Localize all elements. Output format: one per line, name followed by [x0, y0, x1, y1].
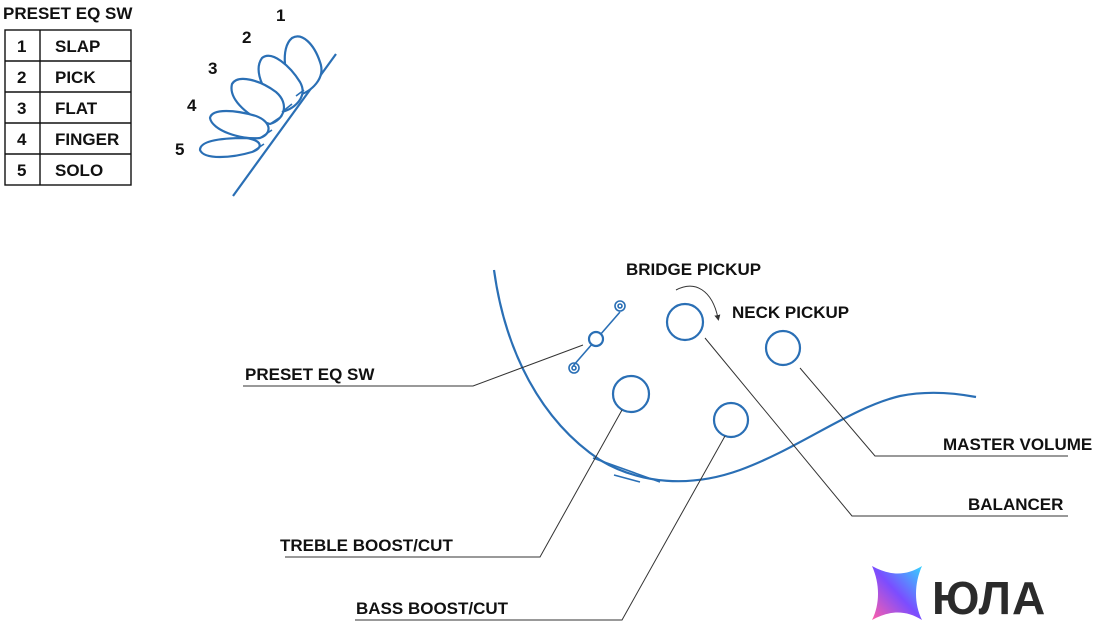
logo-star-icon — [872, 566, 922, 620]
legend-row: 3 FLAT — [17, 99, 98, 118]
legend-row-number: 2 — [17, 68, 26, 87]
legend-row-number: 3 — [17, 99, 26, 118]
legend-row-label: FINGER — [55, 130, 119, 149]
balancer-knob — [665, 302, 705, 342]
switch-joints — [251, 89, 305, 153]
legend-table-frame — [4, 29, 132, 186]
label-bridge-pickup: BRIDGE PICKUP — [626, 260, 761, 279]
balancer-rotation-arrow — [675, 285, 721, 321]
switch-positions-detail: 1 2 3 4 5 — [175, 6, 337, 197]
legend-row-number: 4 — [17, 130, 27, 149]
legend-row-label: FLAT — [55, 99, 98, 118]
legend-row-label: PICK — [55, 68, 96, 87]
logo-wordmark: ЮЛА — [932, 572, 1046, 624]
leader-preset-eq — [243, 344, 584, 387]
switch-position-label: 1 — [276, 6, 285, 25]
legend-row: 5 SOLO — [17, 161, 103, 180]
label-treble-boost-cut: TREBLE BOOST/CUT — [280, 536, 453, 555]
label-balancer: BALANCER — [968, 495, 1063, 514]
legend-title: PRESET EQ SW — [3, 4, 133, 23]
treble-knob — [611, 374, 651, 414]
leader-treble — [285, 409, 623, 558]
leader-balancer — [704, 337, 1068, 517]
legend-row-label: SLAP — [55, 37, 100, 56]
output-jack-plate — [592, 457, 661, 483]
switch-position-label: 4 — [187, 96, 197, 115]
bass-body-outline — [492, 269, 977, 483]
yula-logo: ЮЛА — [872, 566, 1046, 624]
switch-position-label: 5 — [175, 140, 184, 159]
switch-position-label: 3 — [208, 59, 217, 78]
preset-eq-legend: PRESET EQ SW 1 SLAP 2 PICK 3 FLAT 4 FING… — [3, 4, 133, 186]
master-volume-knob — [764, 329, 802, 367]
switch-hub — [587, 330, 605, 348]
bass-knob — [712, 401, 750, 439]
switch-position-label: 2 — [242, 28, 251, 47]
legend-row-number: 1 — [17, 37, 26, 56]
switch-lever-4 — [208, 109, 270, 140]
label-neck-pickup: NECK PICKUP — [732, 303, 849, 322]
output-jack-detail — [613, 474, 641, 483]
label-bass-boost-cut: BASS BOOST/CUT — [356, 599, 509, 618]
legend-row: 2 PICK — [17, 68, 96, 87]
label-preset-eq-sw: PRESET EQ SW — [245, 365, 375, 384]
switch-lever-5 — [198, 136, 261, 159]
label-master-volume: MASTER VOLUME — [943, 435, 1092, 454]
legend-row: 1 SLAP — [17, 37, 100, 56]
leader-master-volume — [799, 367, 1068, 457]
preset-eq-switch — [568, 300, 626, 374]
legend-row-number: 5 — [17, 161, 26, 180]
leader-bass — [355, 435, 726, 621]
legend-row: 4 FINGER — [17, 130, 119, 149]
legend-row-label: SOLO — [55, 161, 103, 180]
